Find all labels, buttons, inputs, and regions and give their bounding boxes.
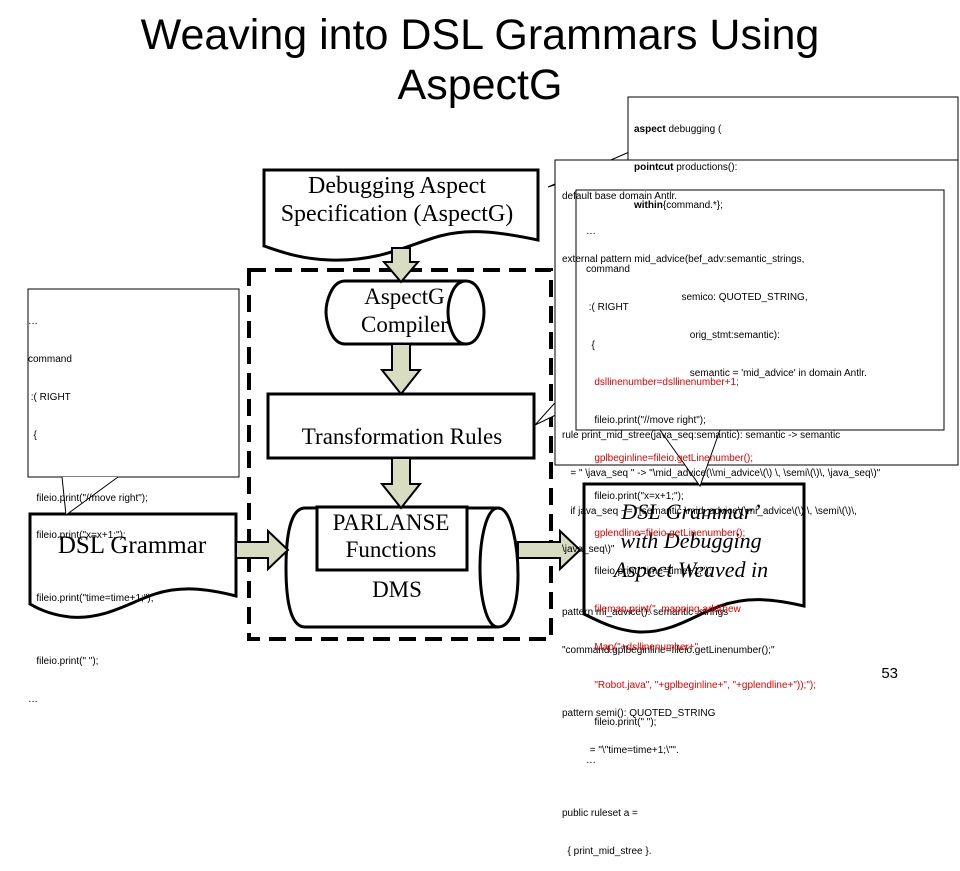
- code-line: :( RIGHT: [586, 301, 629, 313]
- code-keyword: pointcut: [634, 161, 674, 173]
- aspectg-compiler-cylinder-edge: [446, 279, 467, 346]
- code-line: semantic = 'mid_advice' in domain Antlr.: [562, 367, 867, 379]
- code-line-inserted: filemap.print(" mapping.add(new: [586, 604, 741, 615]
- arrow-compiler-to-rules: [379, 343, 423, 396]
- code-line: rule print_mid_stree(java_seq:semantic):…: [562, 430, 841, 442]
- debug-aspect-label-line-2: Specification (AspectG): [280, 201, 514, 227]
- dsl-grammar-prime-document-shape: [582, 482, 806, 634]
- code-line: if java_seq ~= "[semantic \mid_advice\(\…: [562, 506, 857, 518]
- code-keyword: aspect: [634, 124, 666, 136]
- dsl-grammar-label: DSL Grammar: [57, 532, 207, 559]
- code-line: public ruleset a =: [562, 808, 638, 820]
- code-line: aspect debugging (: [634, 124, 954, 137]
- code-line: {: [28, 429, 37, 441]
- overlay-woven-code: … command :( RIGHT { dsllinenumber=dslli…: [586, 201, 946, 766]
- code-line: pattern semi(): QUOTED_STRING: [562, 707, 716, 719]
- code-line: semico: QUOTED_STRING,: [562, 291, 808, 303]
- callout-left-box: [27, 288, 240, 478]
- code-text: {command.*};: [662, 199, 723, 211]
- code-line: command: [28, 353, 72, 365]
- parlanse-functions-label: PARLANSE Functions: [318, 509, 464, 563]
- code-line: orig_stmt:semantic):: [562, 329, 780, 341]
- dms-dashed-boundary: [247, 268, 553, 641]
- dsl-grammar-document-shape: [28, 512, 238, 619]
- dsl-grammar-prime-line-1: DSL Grammar’: [621, 499, 761, 524]
- code-line: \java_seq\)": [562, 543, 615, 555]
- callout-rules-box: [554, 159, 959, 466]
- code-line: within{command.*};: [634, 200, 954, 213]
- code-line: command: [586, 263, 630, 275]
- page-number: 53: [881, 665, 898, 682]
- arrow-grammar-to-dms: [235, 528, 290, 572]
- code-line-inserted: Map("+dsllinenumber+",: [586, 641, 701, 653]
- callout-top-code: aspect debugging ( pointcut productions(…: [634, 99, 954, 211]
- code-keyword: within: [634, 199, 663, 211]
- diagram-canvas: [27, 96, 959, 641]
- code-line-inserted: dsllinenumber=dsllinenumber+1;: [586, 377, 739, 389]
- code-line: fileio.print("x=x+1;");: [28, 530, 126, 542]
- code-line: …: [28, 694, 38, 705]
- debug-aspect-label: Debugging Aspect Specification (AspectG): [262, 172, 532, 228]
- code-line-inserted: gplbeginline=fileio.getLinenumber();: [586, 452, 754, 464]
- parlanse-label-line-2: Functions: [345, 537, 437, 562]
- arrow-rules-to-parlanse: [379, 457, 423, 510]
- code-line: fileio.print("time=time+1;");: [586, 566, 712, 578]
- arrow-dms-to-grammar-prime: [517, 528, 582, 572]
- aspectg-compiler-label-line-1: AspectG: [364, 284, 445, 309]
- callout-left-pointer: [61, 476, 119, 516]
- dms-cylinder-edge: [478, 506, 499, 629]
- dsl-grammar-prime-line-3: Aspect Weaved in: [613, 557, 769, 582]
- code-line: fileio.print("//move right");: [586, 415, 706, 427]
- code-text: productions():: [673, 161, 738, 173]
- debug-aspect-label-line-1: Debugging Aspect: [308, 173, 486, 199]
- code-line: default base domain Antlr.: [562, 191, 678, 203]
- callout-left-code: … command :( RIGHT { fileio.print("//mov…: [28, 291, 233, 705]
- code-line: pattern mi_advice(): semantic_strings: [562, 606, 729, 618]
- code-line: fileio.print("//move right");: [28, 492, 148, 504]
- code-line: …: [586, 755, 596, 767]
- dsl-grammar-prime-label: DSL Grammar’ with Debugging Aspect Weave…: [585, 497, 797, 584]
- aspectg-compiler-label-line-2: Compiler: [361, 312, 448, 337]
- code-line: pointcut productions():: [634, 162, 954, 175]
- callout-top-box: [627, 96, 959, 162]
- slide-title: Weaving into DSL Grammars Using AspectG: [0, 10, 960, 110]
- code-line: "command.gplbeginline=fileio.getLinenumb…: [562, 644, 775, 656]
- title-line-2: AspectG: [397, 61, 563, 109]
- code-line: …: [28, 316, 38, 328]
- parlanse-functions-box: [315, 505, 469, 572]
- arrow-aspect-to-compiler: [381, 247, 421, 284]
- dsl-grammar-prime-line-2: with Debugging: [620, 528, 762, 553]
- transformation-rules-label: Transformation Rules: [301, 424, 503, 449]
- title-line-1: Weaving into DSL Grammars Using: [140, 11, 820, 59]
- code-line: fileio.print("time=time+1;");: [28, 593, 154, 605]
- code-line: {: [586, 339, 595, 351]
- code-text: debugging (: [665, 124, 722, 136]
- code-line: { print_mid_stree }.: [562, 846, 652, 858]
- code-line: …: [586, 226, 596, 238]
- code-line: fileio.print(" ");: [28, 656, 99, 668]
- callout-overlay-box: [575, 189, 945, 431]
- code-line: fileio.print("x=x+1;");: [586, 490, 684, 502]
- dms-label: DMS: [372, 577, 422, 602]
- code-line: fileio.print(" ");: [586, 717, 657, 729]
- callout-overlay-pointer: [659, 429, 721, 488]
- aspectg-compiler-label: AspectG Compiler: [332, 283, 477, 339]
- parlanse-label-line-1: PARLANSE: [332, 510, 450, 535]
- code-line-inserted: gplendline=fileio.getLinenumber();: [586, 528, 746, 540]
- code-line: :( RIGHT: [28, 391, 71, 403]
- code-line-inserted: "Robot.java", "+gplbeginline+", "+gplend…: [586, 679, 816, 691]
- code-line: = " \java_seq " -> "\mid_advice(\\mi_adv…: [562, 468, 881, 480]
- code-line: external pattern mid_advice(bef_adv:sema…: [562, 254, 805, 266]
